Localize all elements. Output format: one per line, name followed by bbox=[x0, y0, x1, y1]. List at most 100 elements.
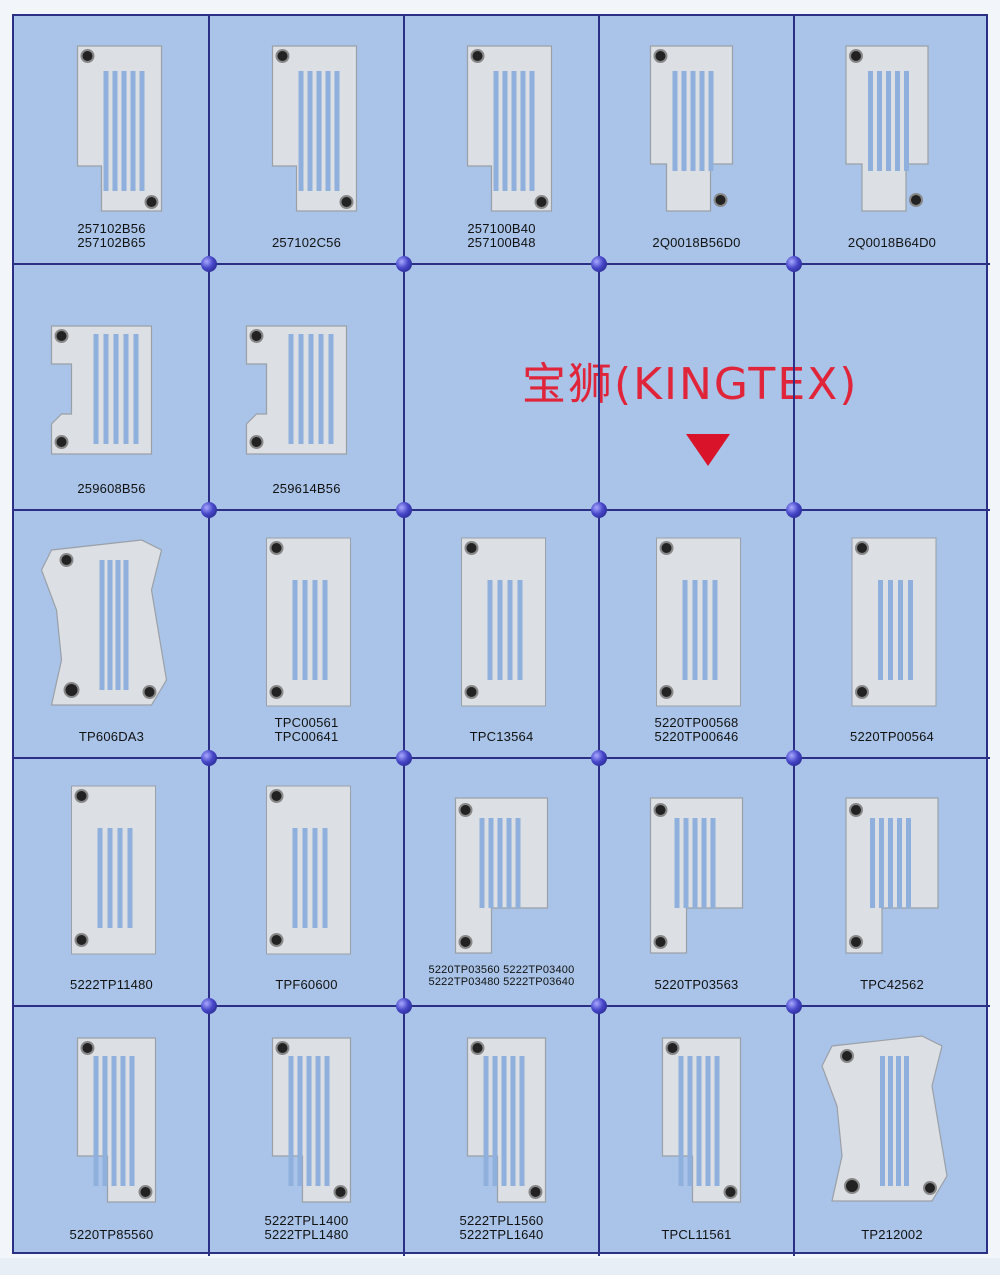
catalog-cell: 5220TP03563 bbox=[599, 758, 794, 1006]
part-number-label: 2Q0018B64D0 bbox=[794, 236, 990, 250]
grid-intersection-dot bbox=[786, 502, 802, 518]
part-number: 5222TPL1560 bbox=[459, 1213, 544, 1228]
part-number: TPC13564 bbox=[469, 729, 534, 744]
grid-intersection-dot bbox=[396, 750, 412, 766]
part-number: 5220TP00568 bbox=[654, 715, 739, 730]
catalog-cell: 259614B56 bbox=[209, 264, 404, 510]
needle-plate-image bbox=[851, 537, 937, 707]
grid-intersection-dot bbox=[786, 750, 802, 766]
grid-line-vertical bbox=[598, 16, 600, 1256]
catalog-cell: TP212002 bbox=[794, 1006, 990, 1256]
needle-plate-image bbox=[76, 45, 163, 212]
part-number: 5220TP03563 bbox=[654, 977, 739, 992]
grid-intersection-dot bbox=[396, 256, 412, 272]
catalog-cell: 5220TP00564 bbox=[794, 510, 990, 758]
grid-intersection-dot bbox=[201, 256, 217, 272]
part-number: TPCL11561 bbox=[661, 1227, 732, 1242]
part-number: TPC42562 bbox=[860, 977, 924, 992]
grid-intersection-dot bbox=[591, 256, 607, 272]
grid-intersection-dot bbox=[396, 998, 412, 1014]
grid-line-horizontal bbox=[14, 1005, 990, 1007]
part-number: 5222TP03480 5222TP03640 bbox=[428, 976, 575, 988]
part-number: 257100B48 bbox=[467, 235, 536, 250]
needle-plate-image bbox=[271, 45, 358, 212]
grid-line-horizontal bbox=[14, 757, 990, 759]
part-number-label: TPCL11561 bbox=[599, 1228, 794, 1242]
part-number-label: 2Q0018B56D0 bbox=[599, 236, 794, 250]
part-number: TPC00641 bbox=[274, 729, 339, 744]
part-number-label: 5222TP11480 bbox=[14, 978, 209, 992]
down-arrow-icon bbox=[686, 434, 730, 466]
part-number: TP212002 bbox=[861, 1227, 923, 1242]
catalog-cell: TPF60600 bbox=[209, 758, 404, 1006]
part-number: 259614B56 bbox=[272, 481, 341, 496]
needle-plate-image bbox=[271, 1037, 352, 1203]
part-number: 5220TP03560 5222TP03400 bbox=[428, 964, 575, 976]
part-number-label: 257102C56 bbox=[209, 236, 404, 250]
needle-plate-image bbox=[40, 539, 168, 706]
grid-line-vertical bbox=[208, 16, 210, 1256]
needle-plate-image bbox=[245, 325, 348, 455]
catalog-cell: TPCL11561 bbox=[599, 1006, 794, 1256]
part-number: 5220TP00564 bbox=[850, 729, 934, 744]
needle-plate-image bbox=[845, 45, 929, 212]
needle-plate-image bbox=[845, 797, 939, 954]
part-number: 5220TP00646 bbox=[654, 729, 739, 744]
needle-plate-image bbox=[466, 1037, 547, 1203]
part-number-label: 5220TP85560 bbox=[14, 1228, 209, 1242]
part-number: 5222TPL1640 bbox=[459, 1227, 544, 1242]
part-number-label: TP606DA3 bbox=[14, 730, 209, 744]
catalog-cell: 5220TP85560 bbox=[14, 1006, 209, 1256]
catalog-cell: 259608B56 bbox=[14, 264, 209, 510]
grid-intersection-dot bbox=[591, 750, 607, 766]
part-number: 257100B40 bbox=[467, 221, 536, 236]
needle-plate-image bbox=[821, 1035, 948, 1202]
needle-plate-image bbox=[454, 797, 549, 954]
needle-plate-image bbox=[266, 785, 351, 955]
catalog-cell: 5222TP11480 bbox=[14, 758, 209, 1006]
catalog-cell: TPC42562 bbox=[794, 758, 990, 1006]
grid-intersection-dot bbox=[396, 502, 412, 518]
needle-plate-image bbox=[649, 797, 744, 954]
part-number-label: TP212002 bbox=[794, 1228, 990, 1242]
page-bottom-strip bbox=[0, 1258, 1000, 1275]
part-number: 5222TPL1480 bbox=[264, 1227, 349, 1242]
part-number: TP606DA3 bbox=[78, 729, 145, 744]
part-number: 257102B65 bbox=[77, 235, 146, 250]
part-number: 2Q0018B64D0 bbox=[847, 235, 937, 250]
catalog-cell: 2Q0018B64D0 bbox=[794, 16, 990, 264]
part-number-label: 5220TP03563 bbox=[599, 978, 794, 992]
needle-plate-image bbox=[76, 1037, 157, 1203]
part-number: TPC00561 bbox=[274, 715, 339, 730]
part-number: 5220TP85560 bbox=[69, 1227, 154, 1242]
needle-plate-image bbox=[649, 45, 734, 212]
grid-intersection-dot bbox=[201, 502, 217, 518]
catalog-cell: TP606DA3 bbox=[14, 510, 209, 758]
part-number-label: TPC42562 bbox=[794, 978, 990, 992]
part-number: 5222TP11480 bbox=[70, 977, 153, 992]
needle-plate-image bbox=[266, 537, 351, 707]
needle-plate-image bbox=[50, 325, 153, 455]
grid-intersection-dot bbox=[786, 256, 802, 272]
grid-intersection-dot bbox=[201, 750, 217, 766]
grid-intersection-dot bbox=[201, 998, 217, 1014]
catalog-cell: 257102C56 bbox=[209, 16, 404, 264]
grid-intersection-dot bbox=[591, 998, 607, 1014]
needle-plate-image bbox=[461, 537, 546, 707]
part-number: 2Q0018B56D0 bbox=[652, 235, 741, 250]
catalog-cell: 2Q0018B56D0 bbox=[599, 16, 794, 264]
